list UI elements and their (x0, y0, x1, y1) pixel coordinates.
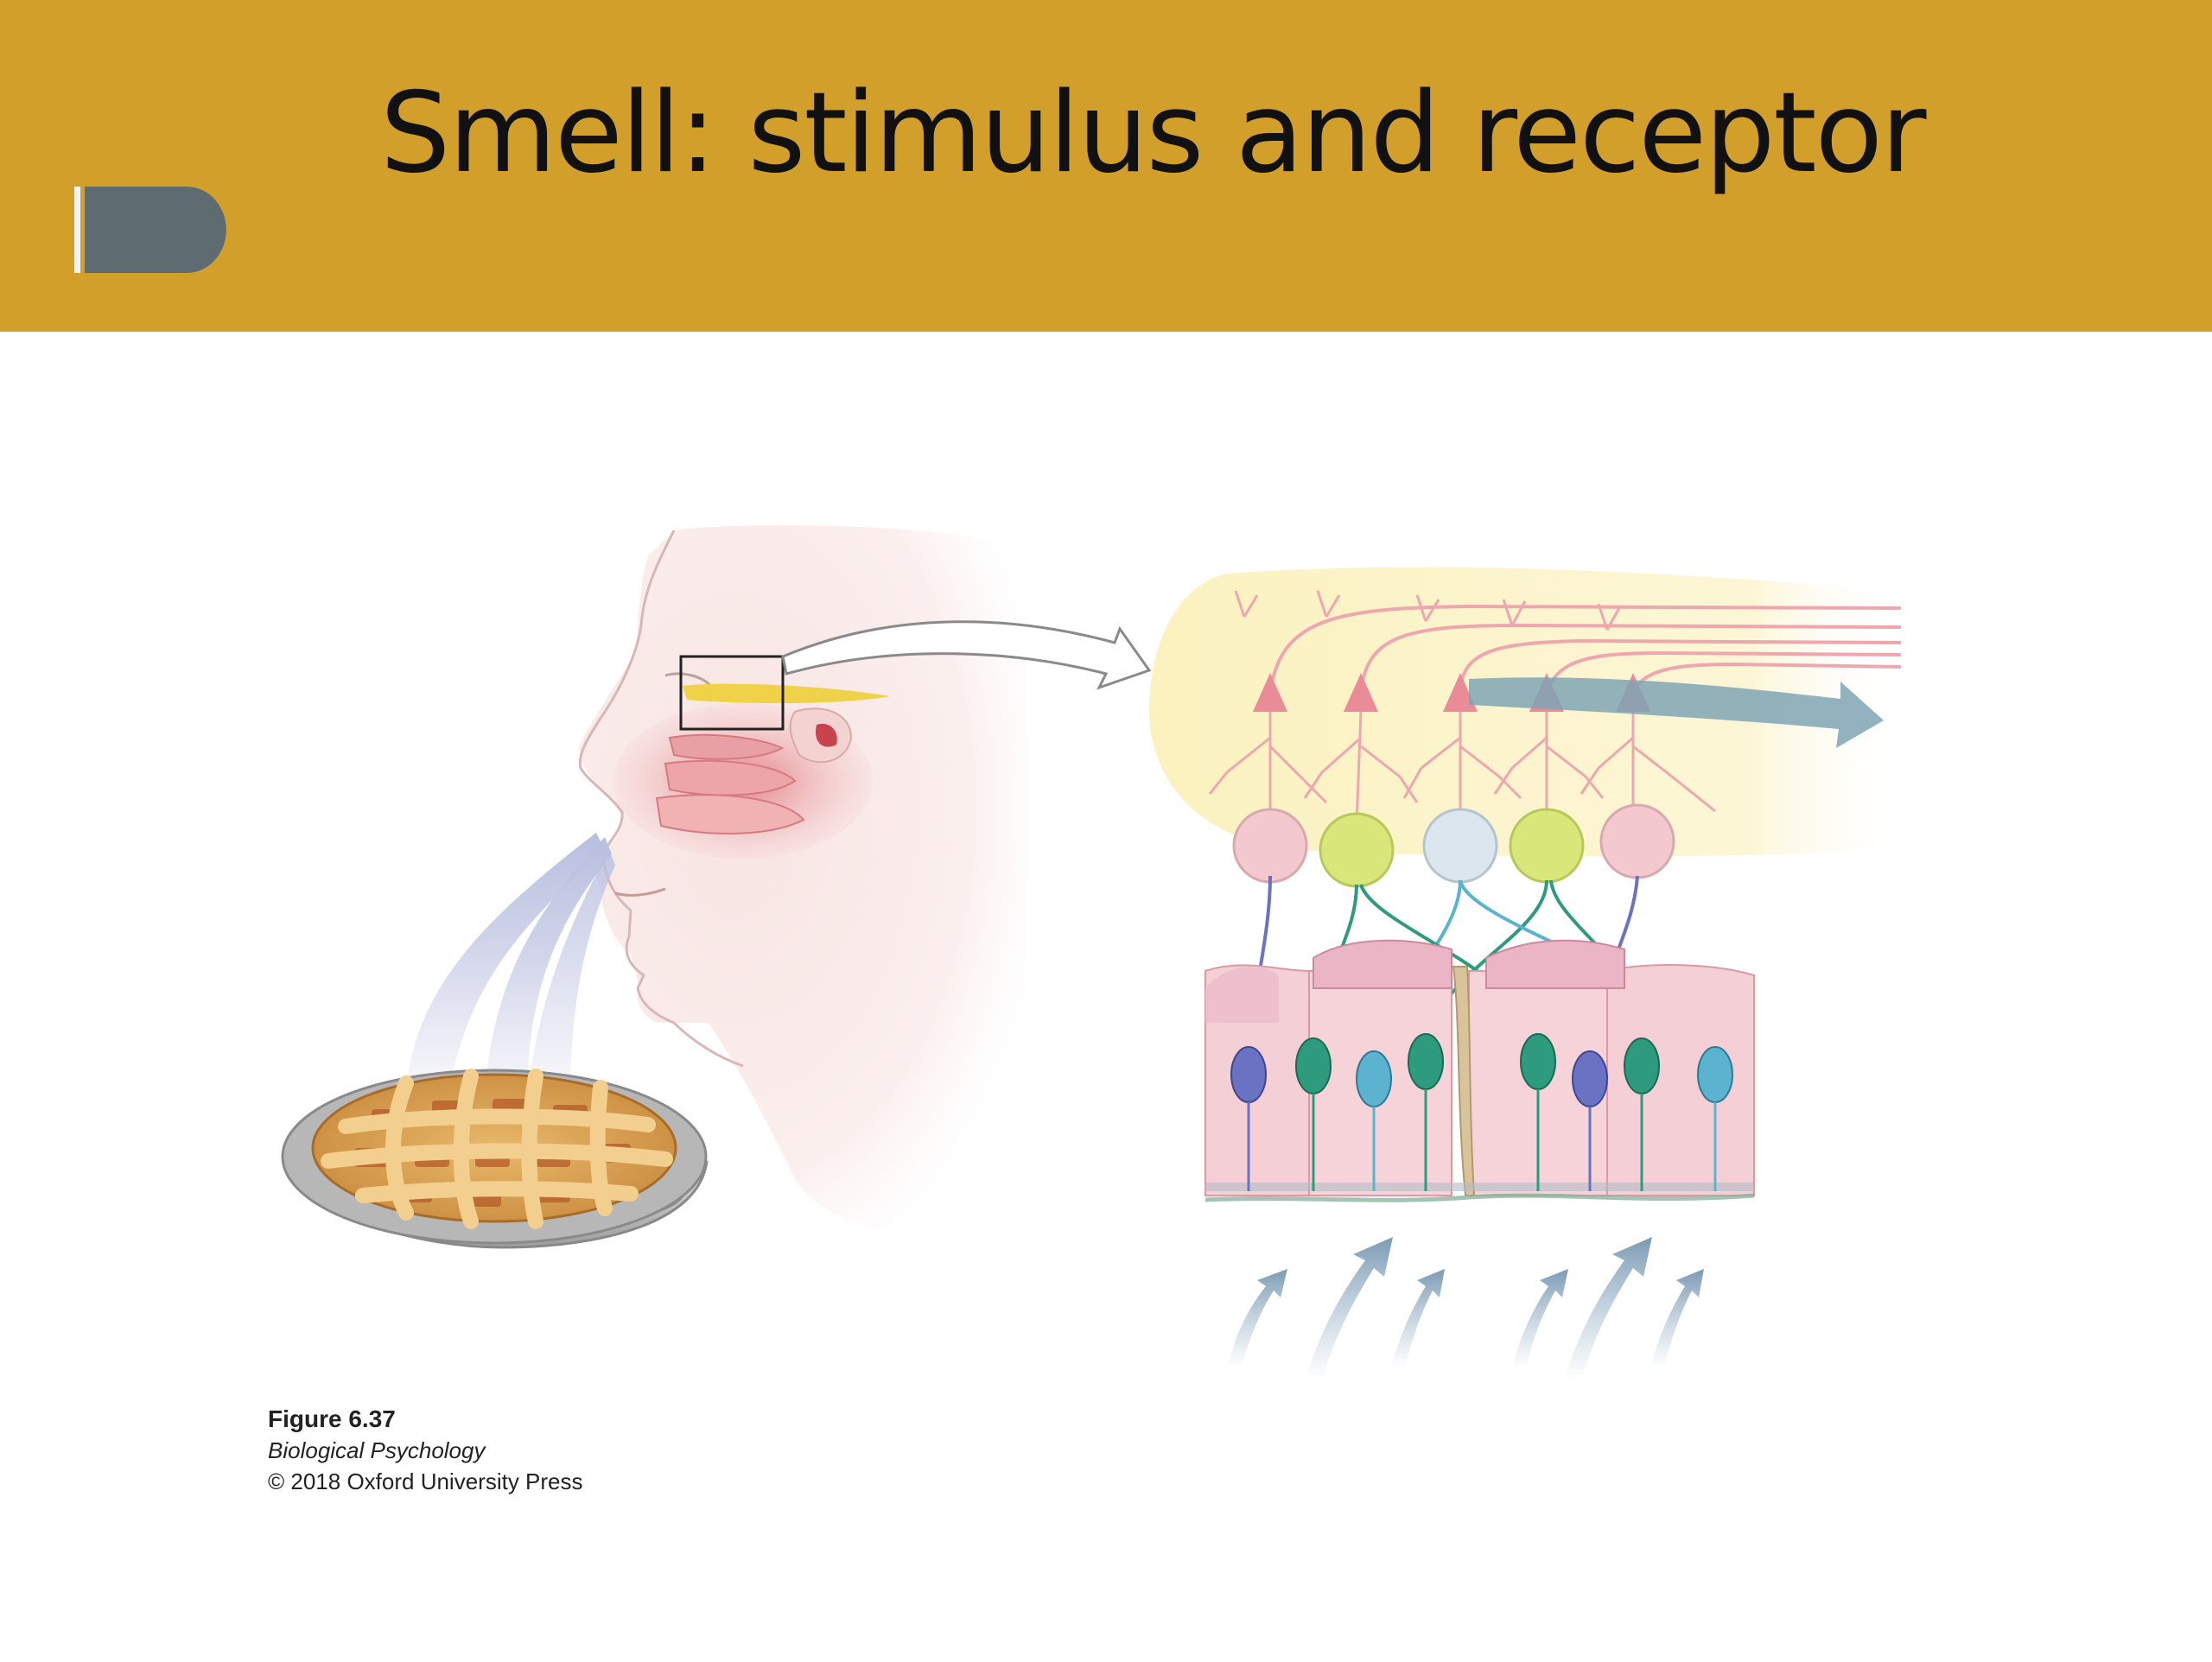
receptor-cell (1520, 1033, 1556, 1090)
lower-turbinate (655, 794, 805, 834)
tab-marker-icon (74, 187, 226, 273)
figure-stage (0, 332, 2212, 1659)
face-outline (578, 530, 744, 1068)
mouth-line (614, 887, 666, 897)
figure-number: Figure 6.37 (268, 1405, 396, 1432)
steam-plume-left (406, 833, 605, 1092)
glomerulus (1232, 808, 1308, 884)
olfactory-epithelium (1205, 939, 1755, 1202)
air-arrow (1227, 1269, 1287, 1368)
receptor-neurons (1230, 1033, 1733, 1191)
header-fill (0, 0, 2212, 332)
receptor-cell (1624, 1037, 1660, 1094)
face-skin (579, 525, 1028, 1234)
air-arrow (1512, 1269, 1568, 1368)
sinus-tissue (816, 723, 837, 747)
air-arrow (1564, 1237, 1652, 1381)
receptor-cell (1230, 1046, 1267, 1103)
glomerulus (1509, 808, 1585, 884)
receptor-cell (1572, 1050, 1608, 1107)
eye-line (664, 672, 712, 687)
air-arrow (1305, 1237, 1393, 1381)
olfactory-bulb (1149, 567, 1902, 857)
steam-plume-right (527, 850, 615, 1101)
figure-credit: Figure 6.37 Biological Psychology © 2018… (268, 1404, 583, 1497)
projection-arrow (1469, 677, 1884, 748)
glomerulus (1319, 812, 1395, 888)
aroma-steam (406, 833, 615, 1101)
glomerulus (1599, 803, 1675, 879)
steam-plume-mid (484, 837, 612, 1101)
header-band (0, 0, 2212, 332)
bulb-tissue (1149, 567, 1901, 857)
tab-marker-line (74, 187, 80, 273)
mitral-dendrites (1208, 590, 1716, 825)
receptor-cell (1295, 1037, 1332, 1094)
glomerulus (1422, 808, 1498, 884)
tab-marker-shape (85, 187, 226, 273)
magnify-box (679, 655, 785, 731)
olfactory-region (683, 683, 890, 704)
air-arrow (1391, 1269, 1445, 1368)
upper-turbinate (668, 733, 785, 760)
figure-book: Biological Psychology (268, 1437, 486, 1463)
slide-title: Smell: stimulus and receptor (380, 69, 1927, 198)
magnify-arrow-shape (781, 620, 1152, 690)
lattice (321, 1069, 673, 1229)
head-profile (578, 525, 1028, 1234)
slide-header: Smell: stimulus and receptor (0, 0, 2212, 332)
air-arrow (1650, 1269, 1704, 1368)
receptor-cell (1408, 1033, 1444, 1090)
airflow-arrows (1227, 1237, 1704, 1381)
receptor-cell (1356, 1050, 1392, 1107)
olfaction-illustration (281, 525, 1902, 1381)
receptor-dendrites (1247, 1089, 1717, 1191)
figure-copyright: © 2018 Oxford University Press (268, 1469, 583, 1494)
pie-illustration (281, 1069, 709, 1249)
magnify-arrow (781, 620, 1152, 690)
receptor-cell (1697, 1046, 1733, 1103)
